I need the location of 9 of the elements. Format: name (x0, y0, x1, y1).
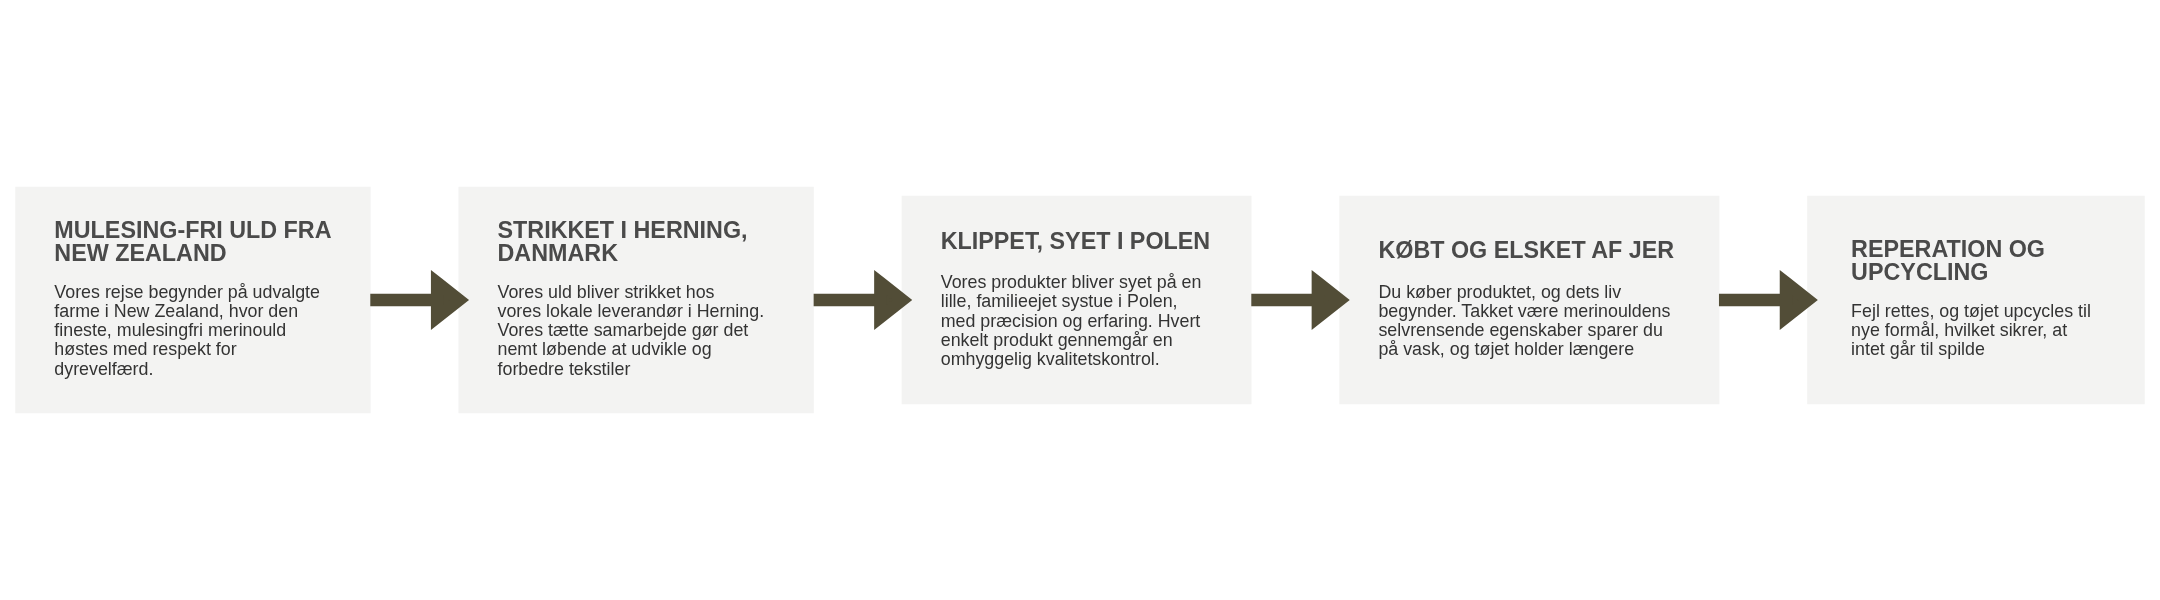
arrow (370, 270, 470, 330)
node-box: KLIPPET, SYET I POLEN Vores produkter bliver syet på en lille, familieejet systue i Polen, med præcision og erfaring. Hvert enkelt produkt gennemgår en omhyggelig kvalitetskontrol. (901, 195, 1252, 405)
node-box: MULESING-FRI ULD FRA NEW ZEALAND Vores rejse begynder på udvalgte farme i New Zealand, hvor den fineste, mulesingfri merinould høstes med respekt for dyrevelfærd. (15, 186, 371, 414)
node-box: REPERATION OG UPCYCLING Fejl rettes, og tøjet upcycles til nye formål, hvilket sikrer, at intet går til spilde (1807, 195, 2145, 405)
node-box: STRIKKET I HERNING, DANMARK Vores uld bliver strikket hos vores lokale leverandør i Herning. Vores tætte samarbejde gør det nemt løbende at udvikle og forbedre tekstiler (458, 186, 814, 414)
arrow (1718, 270, 1818, 330)
arrow (1251, 270, 1350, 330)
node-box: KØBT OG ELSKET AF JER Du køber produktet, og dets liv begynder. Takket være merinouldens selvrensende egenskaber sparer du på vask, og tøjet holder længere (1339, 195, 1720, 405)
arrow (813, 270, 913, 330)
